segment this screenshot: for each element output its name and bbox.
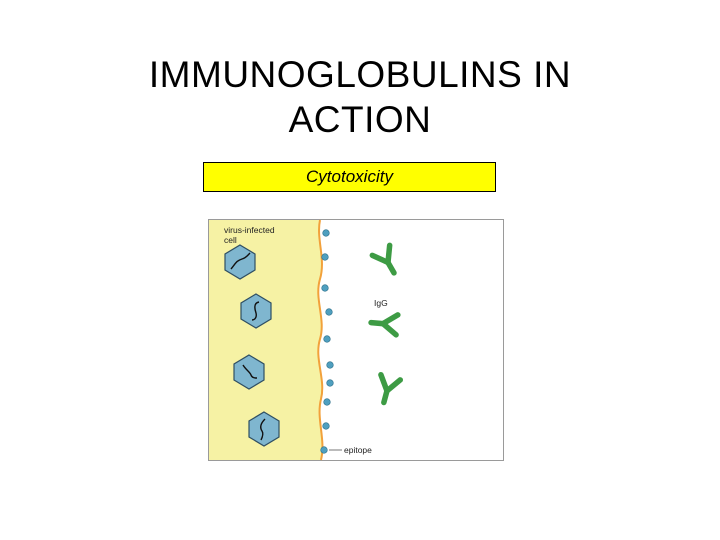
igg-label: IgG (374, 298, 388, 308)
cytotoxicity-diagram: virus-infected cell IgG epitope (208, 219, 504, 461)
virus-particle (224, 244, 256, 280)
epitope-dot (325, 308, 333, 316)
virus-particle (233, 354, 265, 390)
virus-particle (240, 293, 272, 329)
virus-particle (248, 411, 280, 447)
infected-cell-body (209, 220, 323, 460)
epitope-dot (322, 229, 330, 237)
epitope-dot (321, 253, 329, 261)
epitope-dot (323, 398, 331, 406)
cell-membrane (317, 219, 324, 461)
page-title: IMMUNOGLOBULINS IN ACTION (0, 52, 720, 142)
epitope-dot (321, 284, 329, 292)
igg-antibody (369, 242, 397, 276)
title-line-2: ACTION (288, 99, 432, 140)
epitope-dot (326, 361, 334, 369)
cytotoxicity-label-box: Cytotoxicity (203, 162, 496, 192)
epitope-dot (326, 379, 334, 387)
igg-antibody (378, 372, 403, 406)
epitope-label: epitope (344, 445, 372, 455)
igg-antibody (368, 312, 401, 338)
cytotoxicity-label: Cytotoxicity (306, 167, 393, 186)
title-line-1: IMMUNOGLOBULINS IN (148, 54, 572, 95)
epitope-dot (320, 446, 328, 454)
epitope-dot (323, 335, 331, 343)
cell-label-line-1: virus-infected (224, 225, 275, 235)
epitope-dot (322, 422, 330, 430)
epitopes (320, 229, 334, 454)
cell-label-line-2: cell (224, 235, 237, 245)
